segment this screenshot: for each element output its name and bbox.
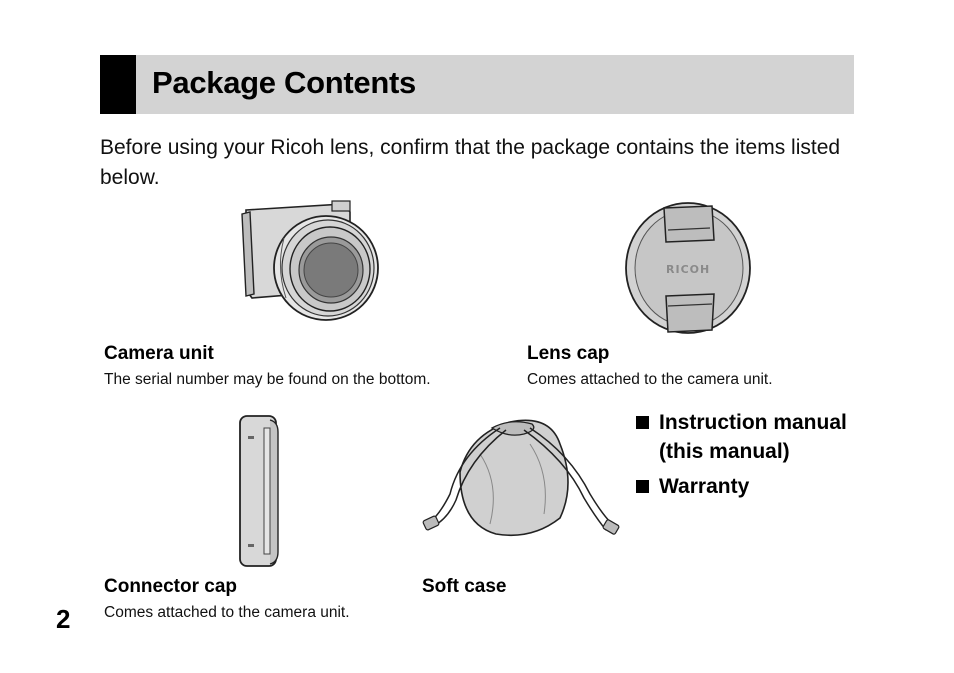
camera-unit-illustration xyxy=(241,200,379,321)
connector-cap-illustration xyxy=(239,415,279,567)
soft-case-illustration xyxy=(422,419,620,537)
lens-cap-description: Comes attached to the camera unit. xyxy=(527,371,773,388)
connector-cap-description: Comes attached to the camera unit. xyxy=(104,604,350,621)
lens-cap-label: Lens cap xyxy=(527,343,610,364)
lens-cap-illustration: RICOH xyxy=(625,202,751,334)
square-bullet-icon xyxy=(636,416,649,429)
this-manual-text: (this manual) xyxy=(659,440,790,463)
square-bullet-icon xyxy=(636,480,649,493)
page-title: Package Contents xyxy=(152,65,416,100)
intro-paragraph: Before using your Ricoh lens, confirm th… xyxy=(100,136,841,189)
instruction-manual-text: Instruction manual xyxy=(659,411,847,434)
section-header: Package Contents xyxy=(100,55,854,114)
soft-case-label: Soft case xyxy=(422,576,507,597)
warranty-text: Warranty xyxy=(659,475,750,498)
connector-cap-label: Connector cap xyxy=(104,576,238,597)
header-marker xyxy=(100,55,136,114)
camera-unit-description: The serial number may be found on the bo… xyxy=(104,371,431,388)
page-number: 2 xyxy=(56,604,71,634)
camera-unit-label: Camera unit xyxy=(104,343,214,364)
ricoh-logo: RICOH xyxy=(666,263,710,276)
